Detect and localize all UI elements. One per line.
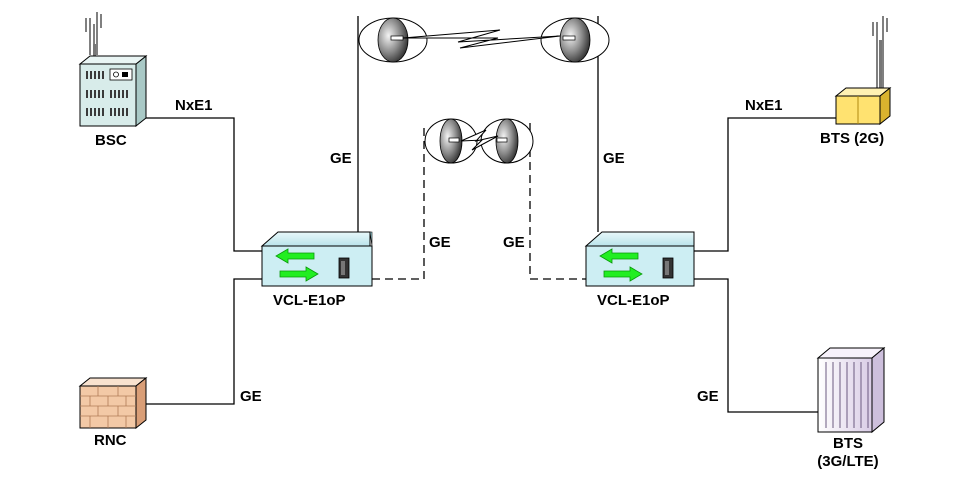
lightning-bolt-link-icon — [402, 29, 561, 49]
bts-3g-label-line2: (3G/LTE) — [817, 453, 879, 470]
microwave-dish-icon — [358, 17, 428, 63]
vcl-e1op-device-icon — [584, 231, 695, 287]
link-left-dashed — [372, 123, 425, 280]
link-bts3g-ge — [692, 278, 818, 413]
microwave-dish-icon — [424, 118, 478, 164]
microwave-dish-icon — [540, 17, 610, 63]
dashed-lines — [372, 123, 586, 280]
ge-right-dashed-label: GE — [503, 234, 525, 251]
middle-microwave-link — [424, 118, 534, 164]
link-bsc-nxe1 — [144, 117, 265, 252]
vcl-right-label: VCL-E1oP — [597, 292, 670, 309]
microwave-dish-icon — [480, 118, 534, 164]
bts-3g-lte-cabinet-icon — [816, 346, 886, 434]
ge-rnc-label: GE — [240, 388, 262, 405]
ge-left-vertical-label: GE — [330, 150, 352, 167]
bts-2g-label: BTS (2G) — [820, 130, 885, 147]
connection-lines — [144, 16, 836, 413]
ge-bts3g-label: GE — [697, 388, 719, 405]
ge-left-dashed-label: GE — [429, 234, 451, 251]
bsc-label: BSC — [95, 132, 127, 149]
vcl-e1op-device-icon — [260, 231, 373, 287]
ge-right-vertical-label: GE — [603, 150, 625, 167]
link-right-dashed — [529, 123, 586, 280]
top-microwave-link — [358, 17, 610, 63]
nxe1-right-label: NxE1 — [745, 97, 783, 114]
lightning-bolt-link-icon — [460, 129, 499, 151]
vcl-left-label: VCL-E1oP — [273, 292, 346, 309]
bts-2g-box-with-antenna-icon — [834, 16, 892, 126]
link-rnc-ge — [146, 278, 265, 405]
bts-3g-label-line1: BTS — [833, 435, 863, 452]
link-bts2g-nxe1 — [692, 117, 836, 252]
rnc-label: RNC — [94, 432, 127, 449]
bsc-cabinet-with-antenna-icon — [78, 12, 148, 128]
rnc-brick-unit-icon — [78, 376, 148, 430]
nxe1-left-label: NxE1 — [175, 97, 213, 114]
